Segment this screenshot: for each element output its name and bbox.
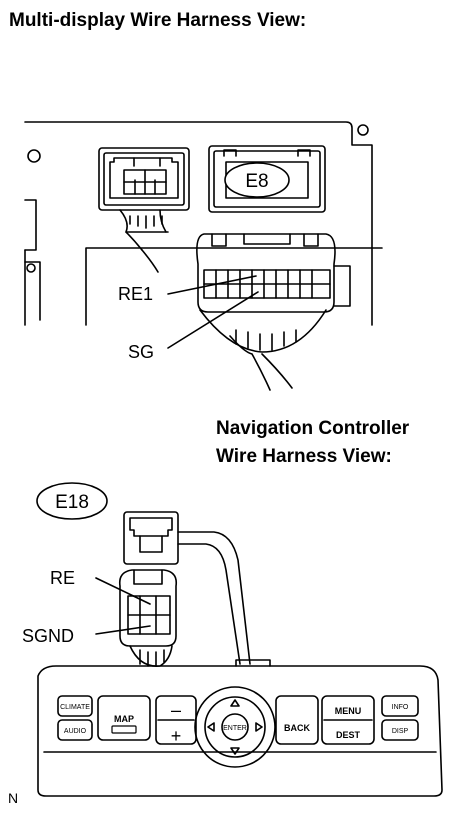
dest-label: DEST (336, 730, 361, 740)
info-label: INFO (392, 704, 409, 711)
e8-connector (208, 145, 326, 213)
nav-controller-heading-line1: Navigation Controller (216, 418, 410, 439)
nav-controller-heading-line2: Wire Harness View: (216, 446, 392, 467)
joystick-outer-ring (194, 686, 276, 768)
back-button (275, 695, 319, 745)
enter-label: ENTER (223, 725, 247, 732)
e8-connector-label: E8 (245, 171, 268, 192)
e18-connector-label: E18 (55, 492, 89, 513)
multi-display-unit-outline (24, 121, 383, 326)
enter-button (221, 713, 249, 741)
map-pictogram-icon (111, 725, 137, 734)
zoom-plus-label: + (171, 726, 182, 746)
audio-button (57, 719, 93, 741)
re1-leader-line (167, 275, 257, 295)
re-label: RE (50, 568, 75, 588)
small-connector (98, 147, 190, 273)
info-button (381, 695, 419, 717)
sg-label: SG (128, 342, 154, 362)
sg-leader-line (167, 291, 259, 349)
navigation-controller-body (37, 659, 443, 797)
disp-label: DISP (392, 728, 409, 735)
e18-connector-oval (36, 482, 108, 520)
controller-terminal-connector (118, 569, 178, 667)
e8-connector-oval (224, 162, 290, 198)
back-label: BACK (284, 723, 310, 733)
disp-button (381, 719, 419, 741)
map-label: MAP (114, 714, 134, 724)
figure-code: N (8, 790, 19, 806)
re-leader-line (95, 577, 151, 605)
climate-label: CLIMATE (60, 704, 90, 711)
re1-label: RE1 (118, 284, 153, 304)
climate-button (57, 695, 93, 717)
joystick-inner-ring (204, 696, 266, 758)
sgnd-label: SGND (22, 626, 74, 646)
menu-dest-button (321, 695, 375, 745)
zoom-minus-label: – (171, 700, 181, 720)
joystick-direction-arrows (207, 699, 263, 755)
sgnd-leader-line (95, 625, 151, 635)
map-button (97, 695, 151, 741)
audio-label: AUDIO (64, 728, 87, 735)
menu-label: MENU (335, 706, 362, 716)
controller-small-connector (123, 511, 251, 665)
multi-display-main-connector (196, 233, 351, 391)
multi-display-heading: Multi-display Wire Harness View: (9, 10, 307, 31)
